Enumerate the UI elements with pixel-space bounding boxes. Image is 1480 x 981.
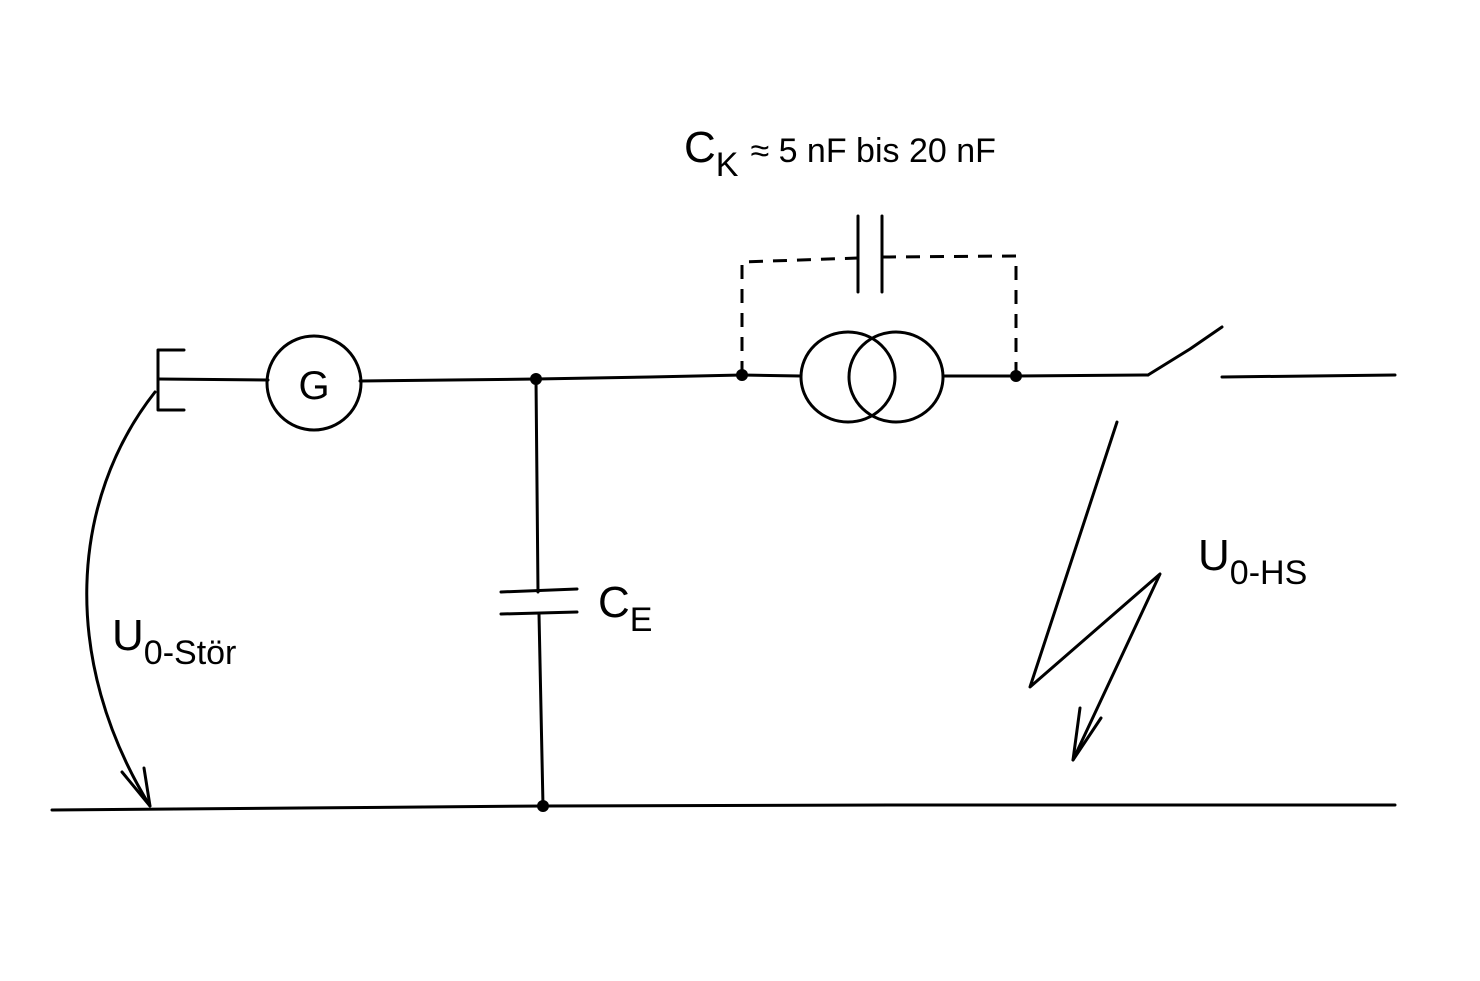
ce-subscript: E — [630, 601, 653, 639]
u-hs-zigzag — [1028, 420, 1162, 762]
ce-wire-bottom — [537, 612, 545, 808]
coupling-capacitor-ck — [740, 214, 1018, 376]
u-hs-arrowhead — [1071, 706, 1103, 762]
ce-symbol: C — [598, 578, 630, 627]
ground-line — [50, 803, 1397, 812]
transformer-primary-coil — [799, 330, 897, 424]
ck-value: ≈ 5 nF bis 20 nF — [750, 132, 995, 170]
high-voltage-lightning-arrow — [1028, 420, 1162, 762]
interference-voltage-arrow — [85, 390, 157, 808]
generator-circle — [265, 334, 363, 432]
earth-capacitor-ce — [499, 377, 579, 808]
ce-label: CE — [598, 578, 652, 639]
u-hs-symbol: U — [1198, 531, 1230, 580]
junction-node-ck-right — [1010, 370, 1022, 382]
ck-label: CK ≈ 5 nF bis 20 nF — [684, 123, 996, 184]
u-hs-subscript: 0-HS — [1230, 554, 1307, 592]
u-hs-label: U0-HS — [1198, 531, 1307, 592]
transformer-secondary-coil — [847, 330, 945, 424]
wire-transformer-to-switch — [942, 373, 1150, 378]
ck-dashed-left — [740, 256, 859, 375]
u-stoer-symbol: U — [112, 611, 144, 660]
wire-terminal-to-generator — [156, 377, 270, 382]
wire-node-to-transformer — [534, 373, 803, 381]
u-stoer-label: U0-Stör — [112, 611, 236, 672]
generator-label: G — [298, 364, 329, 408]
junction-node-ce — [530, 373, 542, 385]
transformer-symbol — [799, 330, 945, 424]
u-stoer-curve — [85, 390, 157, 808]
ce-wire-top — [534, 377, 540, 594]
junction-node-ce-ground — [537, 800, 549, 812]
generator-symbol: G — [265, 334, 363, 432]
u-stoer-subscript: 0-Stör — [144, 634, 237, 672]
ck-dashed-right — [881, 254, 1018, 376]
wire-generator-to-node — [358, 377, 538, 383]
switch-blade — [1146, 325, 1224, 377]
u-stoer-arrowhead — [120, 766, 152, 808]
ce-plate-top — [499, 587, 579, 594]
ck-symbol: C — [684, 123, 716, 172]
junction-node-ck-left — [736, 369, 748, 381]
wire-after-switch — [1220, 373, 1397, 379]
ck-subscript: K — [716, 146, 739, 184]
